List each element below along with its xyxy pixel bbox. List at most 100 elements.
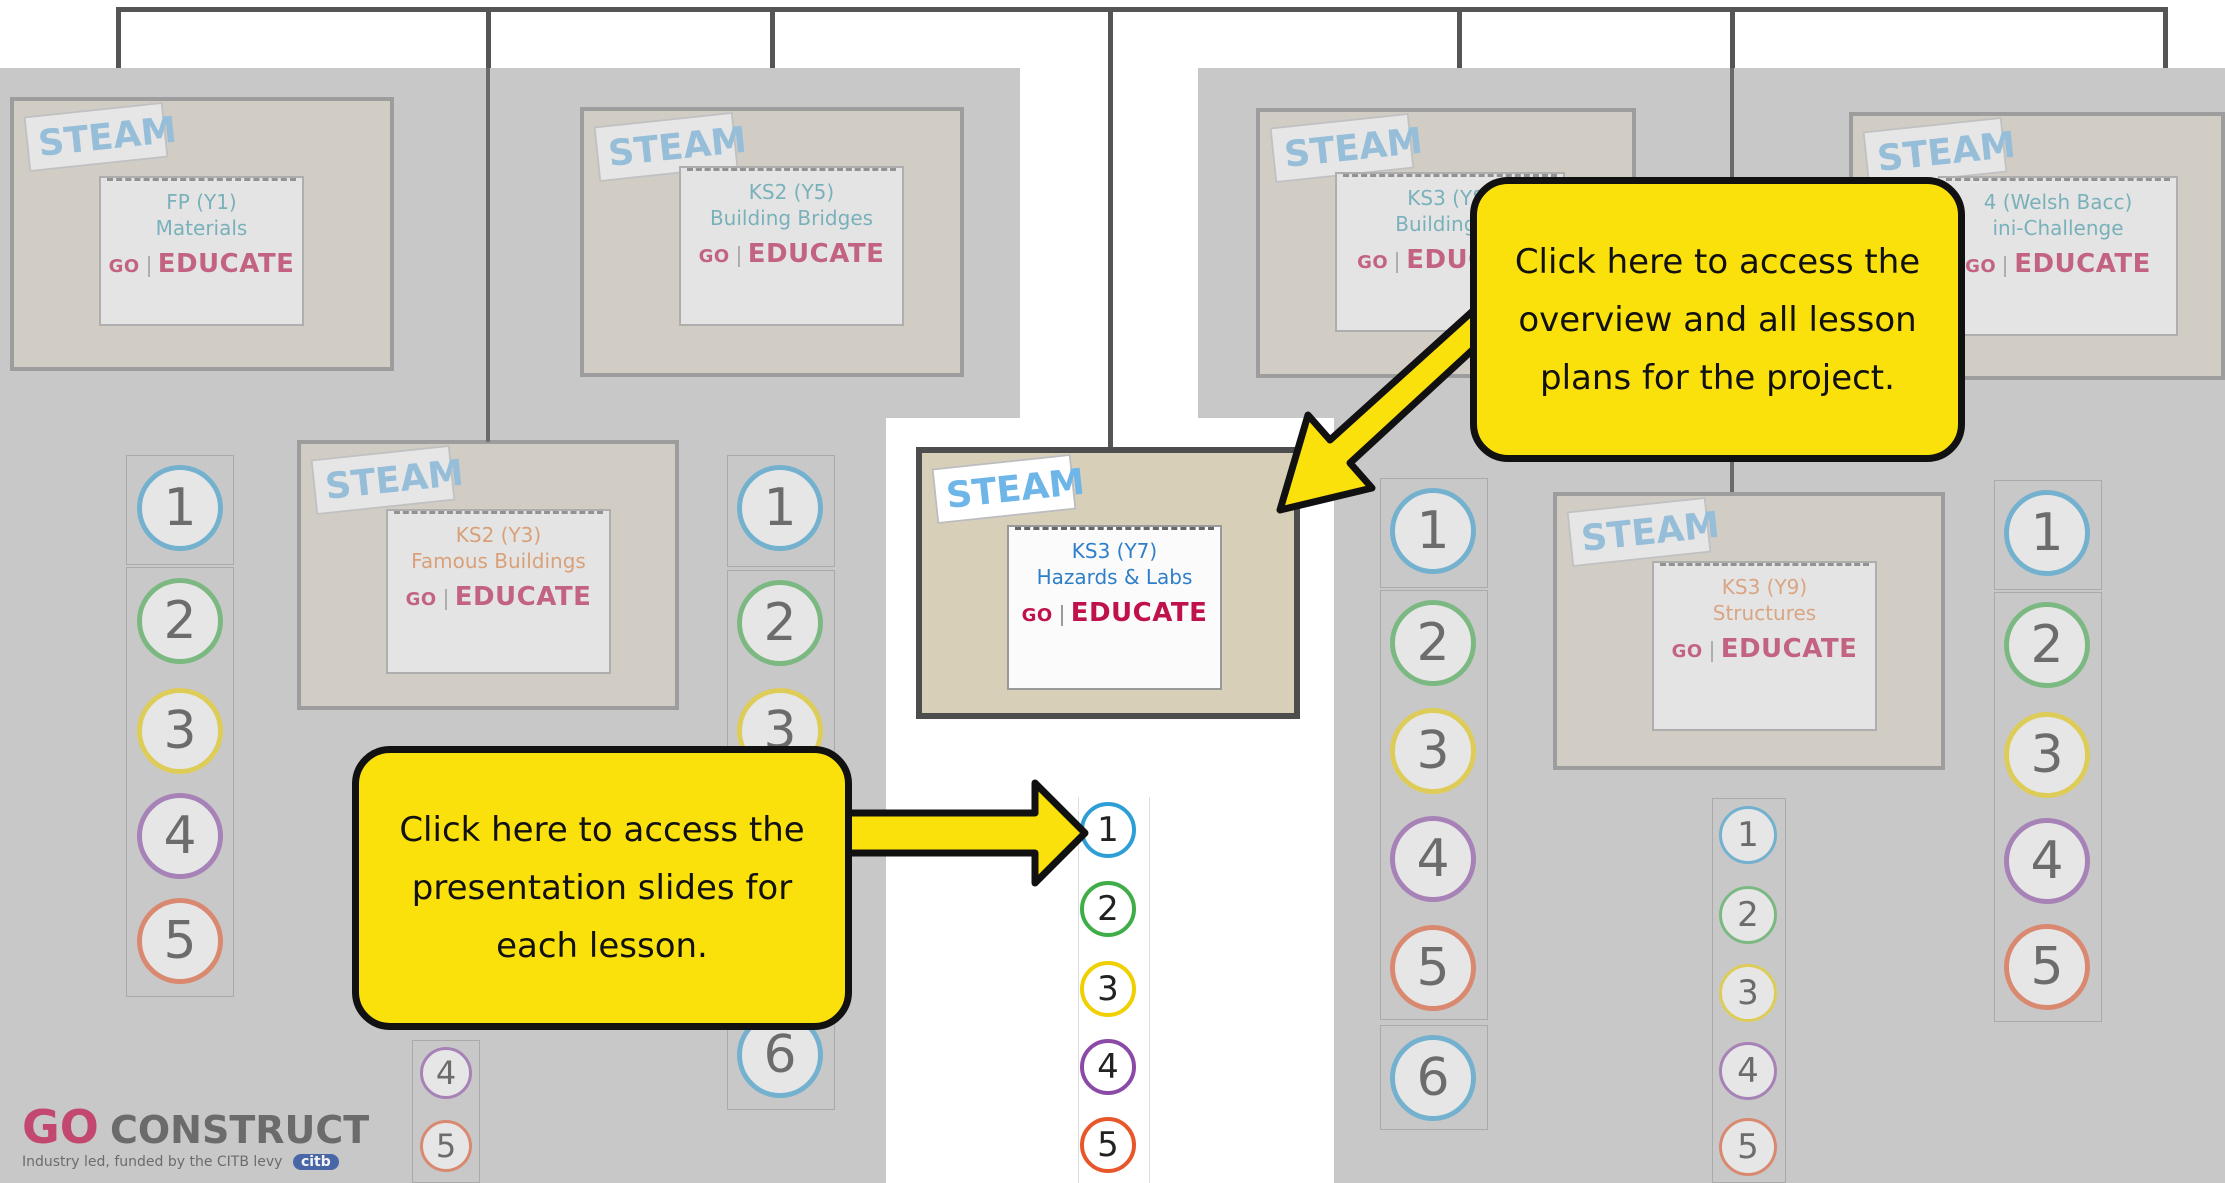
lesson-5-button[interactable]: 5 xyxy=(1080,1117,1136,1173)
lesson-number: 2 xyxy=(1737,895,1759,935)
card-topic: Hazards & Labs xyxy=(1036,565,1193,589)
go-logo: GO xyxy=(406,589,447,610)
lesson-2-button[interactable]: 2 xyxy=(1719,886,1777,944)
tree-top-line xyxy=(116,7,2168,12)
card-topic: ini-Challenge xyxy=(1992,216,2124,240)
lesson-3-button[interactable]: 3 xyxy=(1719,964,1777,1022)
lesson-2-button[interactable]: 2 xyxy=(737,580,823,666)
lesson-5-button[interactable]: 5 xyxy=(137,898,223,984)
arrow-to-card xyxy=(1276,300,1509,514)
lesson-5-button[interactable]: 5 xyxy=(420,1120,472,1172)
lesson-1-button[interactable]: 1 xyxy=(1719,806,1777,864)
card-topic: Structures xyxy=(1712,601,1817,625)
card-level: FP (Y1) xyxy=(166,190,237,214)
lesson-number: 5 xyxy=(163,911,197,971)
lesson-number: 6 xyxy=(763,1025,797,1085)
lesson-4-button[interactable]: 4 xyxy=(420,1047,472,1099)
lesson-number: 1 xyxy=(1737,815,1759,855)
lesson-5-button[interactable]: 5 xyxy=(1719,1118,1777,1176)
lesson-3-button[interactable]: 3 xyxy=(2004,712,2090,798)
card-topic: Building Bridges xyxy=(709,206,874,230)
lesson-1-button[interactable]: 1 xyxy=(2004,490,2090,576)
lesson-6-button[interactable]: 6 xyxy=(1390,1035,1476,1121)
arrow-to-lessons xyxy=(840,779,1089,887)
steam-logo: STEAM xyxy=(310,444,466,516)
lesson-5-button[interactable]: 5 xyxy=(1390,925,1476,1011)
tree-drop-5 xyxy=(1457,7,1462,112)
lesson-number: 2 xyxy=(1097,889,1119,929)
lesson-number: 5 xyxy=(1737,1127,1759,1167)
lesson-number: 1 xyxy=(1416,501,1450,561)
educate-label: EDUCATE xyxy=(2014,249,2151,279)
lesson-4-button[interactable]: 4 xyxy=(1390,816,1476,902)
tree-drop-7 xyxy=(2163,7,2168,117)
tree-drop-1 xyxy=(116,7,121,72)
lesson-number: 6 xyxy=(1416,1048,1450,1108)
go-logo: GO xyxy=(1965,256,2007,277)
lesson-2-button[interactable]: 2 xyxy=(2004,602,2090,688)
lesson-number: 1 xyxy=(763,478,797,538)
lesson-3-button[interactable]: 3 xyxy=(137,688,223,774)
card-level: KS3 (Y9) xyxy=(1721,575,1808,599)
lesson-4-button[interactable]: 4 xyxy=(1719,1042,1777,1100)
lesson-4-button[interactable]: 4 xyxy=(2004,818,2090,904)
active-lesson-strip xyxy=(1078,797,1150,1183)
logo-go: GO xyxy=(22,1100,99,1154)
go-logo: GO xyxy=(699,246,740,267)
educate-label: EDUCATE xyxy=(157,249,295,279)
citb-logo: citb xyxy=(292,1154,339,1170)
lesson-3-button[interactable]: 3 xyxy=(1080,961,1136,1017)
educate-label: EDUCATE xyxy=(454,582,592,612)
lesson-3-button[interactable]: 3 xyxy=(1390,708,1476,794)
lesson-1-button[interactable]: 1 xyxy=(1390,488,1476,574)
lesson-5-button[interactable]: 5 xyxy=(2004,924,2090,1010)
go-logo: GO xyxy=(1022,605,1063,626)
callout-overview: Click here to access the overview and al… xyxy=(1470,177,1965,462)
educate-label: EDUCATE xyxy=(1720,634,1858,664)
card-level: KS3 (Y7) xyxy=(1071,539,1158,563)
lesson-number: 2 xyxy=(163,591,197,651)
lesson-1-button[interactable]: 1 xyxy=(737,465,823,551)
lesson-number: 1 xyxy=(1097,810,1119,850)
lesson-number: 3 xyxy=(1416,721,1450,781)
go-logo: GO xyxy=(109,256,150,277)
lesson-number: 2 xyxy=(2030,615,2064,675)
card-topic: Famous Buildings xyxy=(411,549,586,573)
tree-drop-3 xyxy=(770,7,775,119)
card-level: 4 (Welsh Bacc) xyxy=(1983,190,2133,214)
steam-logo: STEAM xyxy=(23,101,179,173)
callout-slides: Click here to access the presentation sl… xyxy=(352,746,852,1030)
lesson-number: 3 xyxy=(1737,973,1759,1013)
lesson-number: 3 xyxy=(2030,725,2064,785)
lesson-4-button[interactable]: 4 xyxy=(137,793,223,879)
lesson-number: 5 xyxy=(1097,1125,1119,1165)
go-construct-logo: GO CONSTRUCT Industry led, funded by the… xyxy=(22,1100,402,1183)
lesson-number: 1 xyxy=(163,478,197,538)
lesson-4-button[interactable]: 4 xyxy=(1080,1039,1136,1095)
go-logo: GO xyxy=(1357,252,1399,273)
callout-overview-text: Click here to access the overview and al… xyxy=(1514,241,1921,398)
educate-label: EDUCATE xyxy=(747,239,885,269)
lesson-number: 2 xyxy=(1416,613,1450,673)
callout-slides-text: Click here to access the presentation sl… xyxy=(399,810,805,966)
lesson-number: 5 xyxy=(2030,937,2064,997)
lesson-2-button[interactable]: 2 xyxy=(137,578,223,664)
logo-tagline: Industry led, funded by the CITB levy xyxy=(22,1154,283,1170)
lesson-2-button[interactable]: 2 xyxy=(1080,881,1136,937)
lesson-1-button[interactable]: 1 xyxy=(137,465,223,551)
lesson-number: 4 xyxy=(435,1054,457,1092)
arrow-right-icon xyxy=(840,779,1089,887)
arrow-left-down-icon xyxy=(1276,300,1509,514)
lesson-number: 1 xyxy=(2030,503,2064,563)
lesson-2-button[interactable]: 2 xyxy=(1390,600,1476,686)
lesson-number: 3 xyxy=(163,701,197,761)
